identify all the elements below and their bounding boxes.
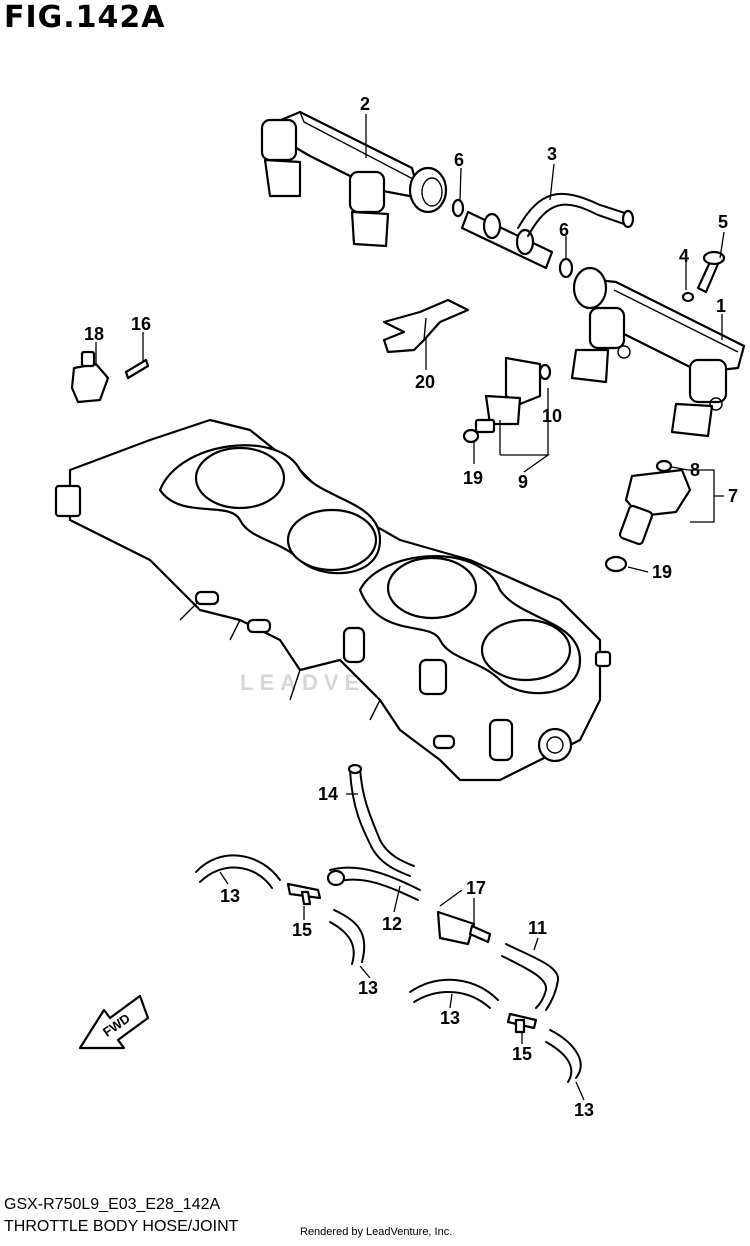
part-10-o-ring[interactable] bbox=[538, 363, 552, 381]
callout-7: 7 bbox=[728, 486, 738, 506]
part-20-clamp[interactable] bbox=[382, 298, 470, 354]
part-3-fuel-hose[interactable] bbox=[517, 192, 629, 229]
callout-3: 3 bbox=[547, 144, 557, 164]
part-19-seal-lower[interactable] bbox=[604, 555, 628, 573]
part-15-joint-b[interactable] bbox=[506, 1012, 538, 1034]
callout-16: 16 bbox=[131, 314, 151, 334]
part-17-joint[interactable] bbox=[436, 910, 492, 946]
part-13-hose-b[interactable] bbox=[333, 909, 366, 963]
part-12-hose[interactable] bbox=[329, 866, 421, 891]
callout-11: 11 bbox=[528, 918, 547, 938]
callout-13-b: 13 bbox=[358, 978, 378, 998]
callout-15-a: 15 bbox=[292, 920, 312, 940]
callout-13-a: 13 bbox=[220, 886, 240, 906]
part-6-o-ring-lower[interactable] bbox=[558, 257, 574, 279]
part-5-bolt[interactable] bbox=[696, 250, 726, 294]
callout-15-b: 15 bbox=[512, 1044, 532, 1064]
throttle-body bbox=[54, 418, 612, 782]
callout-13-c: 13 bbox=[440, 1008, 460, 1028]
callout-8: 8 bbox=[690, 460, 700, 480]
part-16-screw[interactable] bbox=[124, 358, 150, 380]
callout-19-upper: 19 bbox=[463, 468, 483, 488]
part-15-joint-a[interactable] bbox=[286, 882, 322, 906]
part-13-hose-a[interactable] bbox=[195, 854, 281, 881]
part-2-fuel-delivery-pipe[interactable] bbox=[260, 110, 448, 248]
callout-20: 20 bbox=[415, 372, 435, 392]
callout-9: 9 bbox=[518, 472, 528, 492]
joint-pipe[interactable] bbox=[460, 210, 554, 270]
callout-14: 14 bbox=[318, 784, 338, 804]
part-19-seal-upper[interactable] bbox=[462, 428, 480, 444]
fwd-arrow: FWD bbox=[78, 994, 150, 1050]
callout-2: 2 bbox=[360, 94, 370, 114]
callout-4: 4 bbox=[679, 246, 689, 266]
figure-subtitle: THROTTLE BODY HOSE/JOINT bbox=[4, 1218, 239, 1235]
part-4-washer[interactable] bbox=[681, 291, 695, 303]
part-13-hose-d[interactable] bbox=[549, 1029, 582, 1079]
render-credit: Rendered by LeadVenture, Inc. bbox=[300, 1226, 453, 1238]
callout-5: 5 bbox=[718, 212, 728, 232]
part-14-hose[interactable] bbox=[359, 767, 415, 867]
callout-6-upper: 6 bbox=[454, 150, 464, 170]
callout-18: 18 bbox=[84, 324, 104, 344]
callout-19-lower: 19 bbox=[652, 562, 672, 582]
callout-6-lower: 6 bbox=[559, 220, 569, 240]
callout-13-d: 13 bbox=[574, 1100, 594, 1120]
leader-lines bbox=[95, 114, 725, 1101]
part-11-hose[interactable] bbox=[505, 943, 560, 1011]
part-18-sensor[interactable] bbox=[70, 350, 110, 404]
callout-17: 17 bbox=[466, 878, 486, 898]
callout-12: 12 bbox=[382, 914, 402, 934]
part-1-fuel-delivery-pipe[interactable] bbox=[570, 266, 746, 438]
part-9-fuel-injector[interactable] bbox=[474, 356, 542, 434]
callout-numbers: 2 6 3 6 5 4 1 18 16 20 10 9 19 8 7 19 14… bbox=[84, 94, 738, 1120]
model-code: GSX-R750L9_E03_E28_142A bbox=[4, 1196, 221, 1213]
part-7-fuel-injector[interactable] bbox=[618, 459, 692, 546]
part-6-o-ring-upper[interactable] bbox=[451, 198, 465, 218]
figure-title: FIG.142A bbox=[4, 0, 166, 35]
callout-10: 10 bbox=[542, 406, 562, 426]
part-13-hose-c[interactable] bbox=[409, 978, 499, 1001]
callout-1: 1 bbox=[716, 296, 726, 316]
